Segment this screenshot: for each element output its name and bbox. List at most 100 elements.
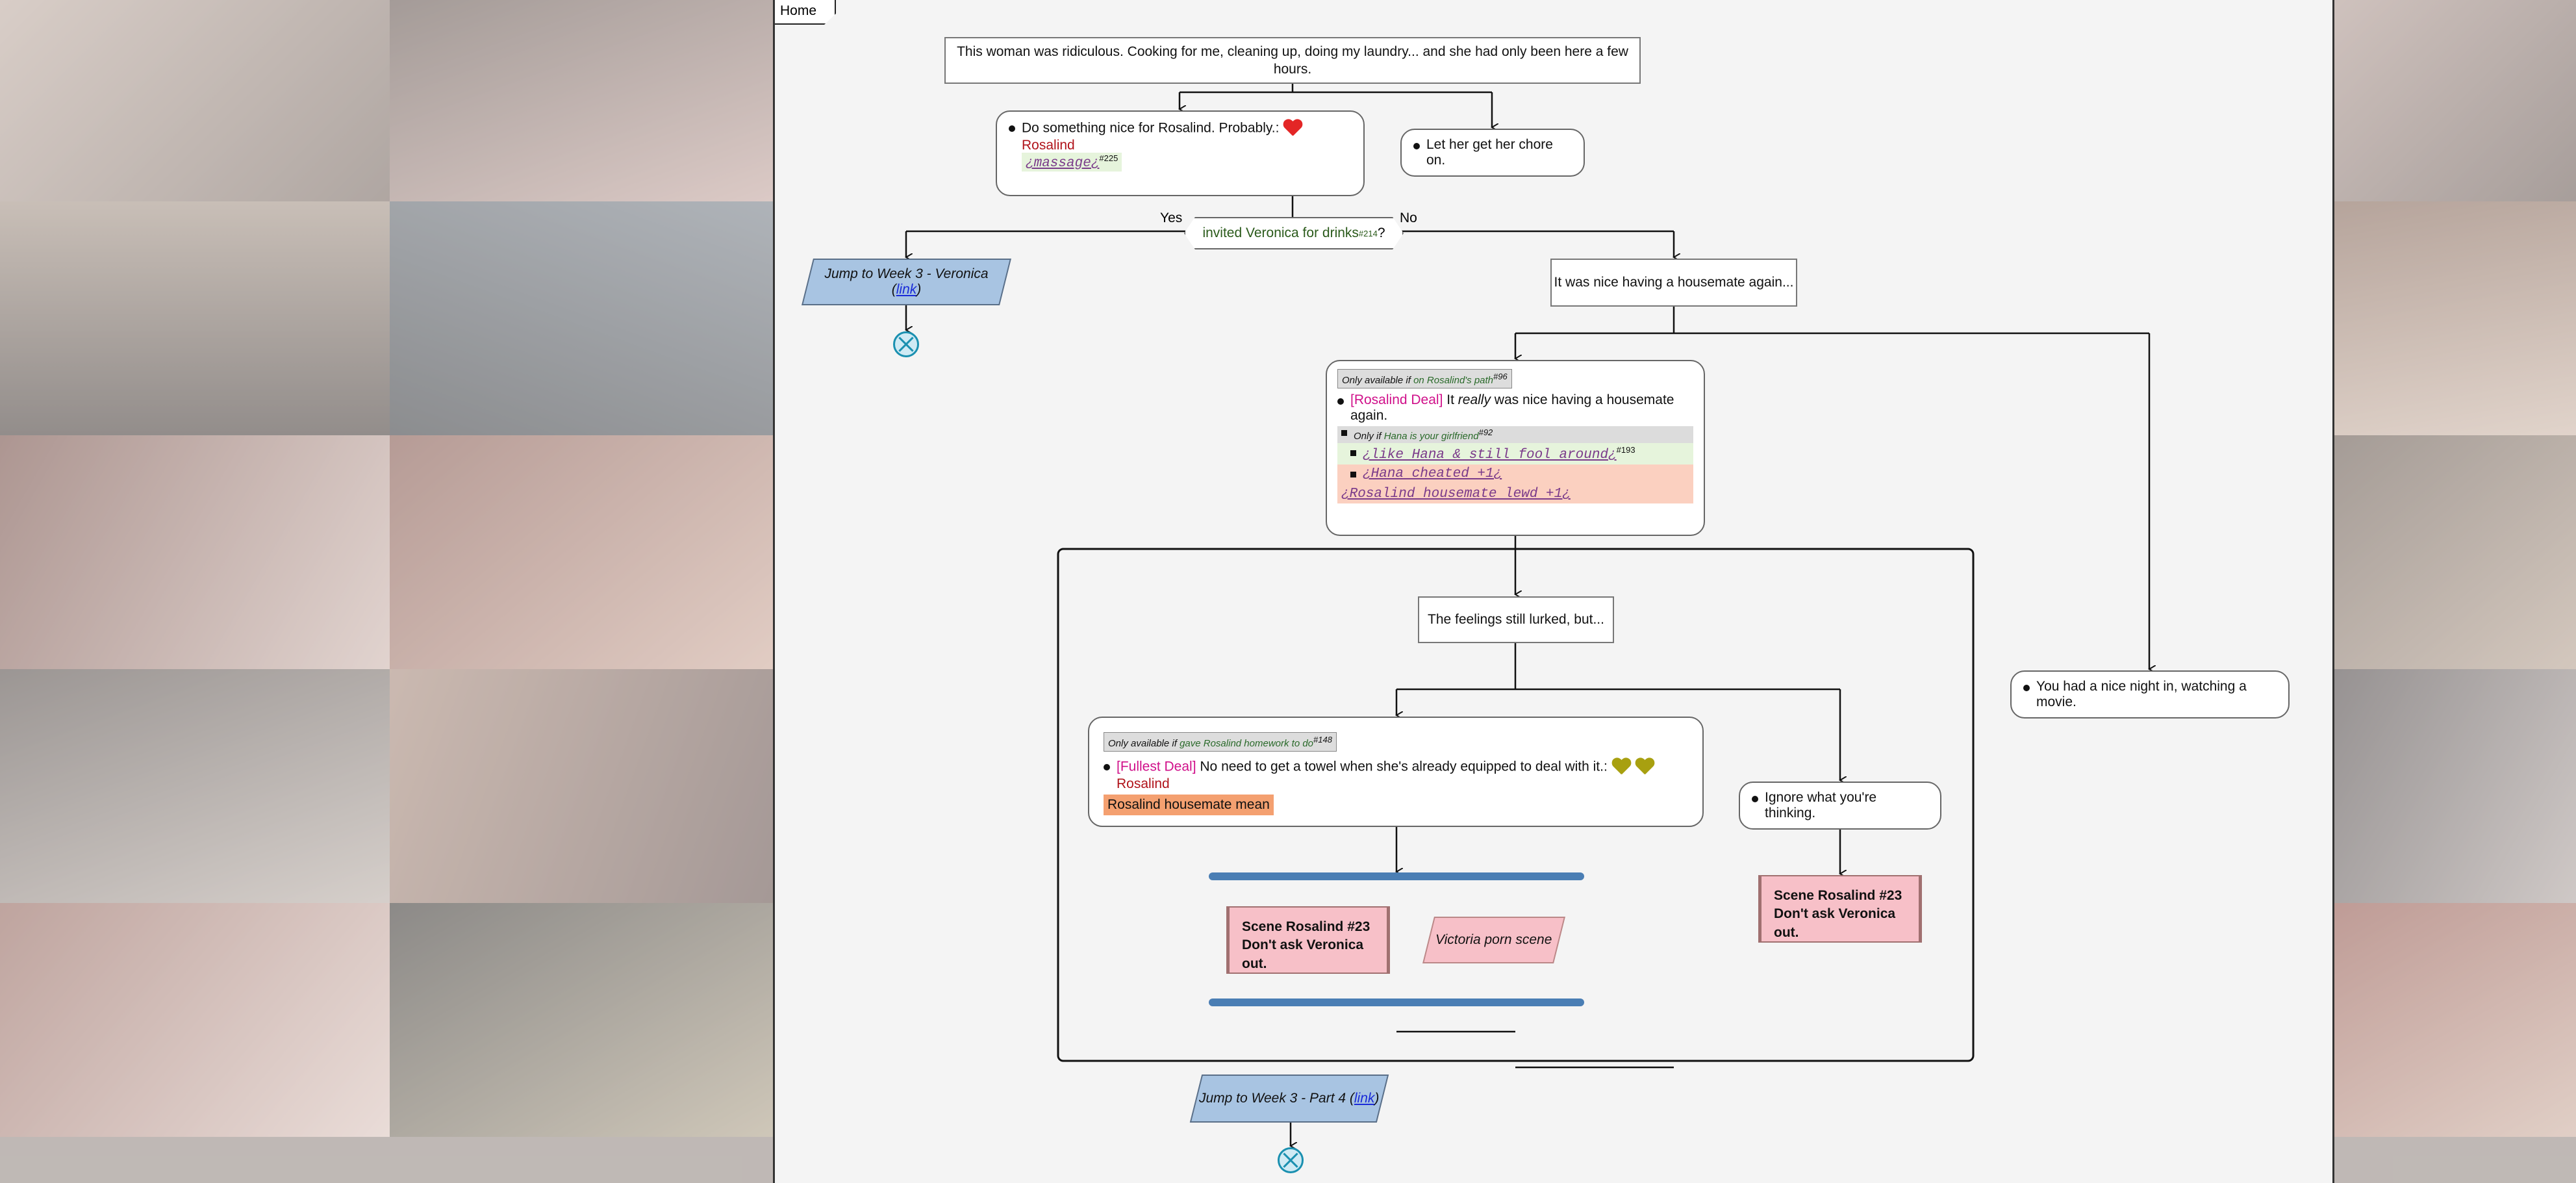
fullest-avail-prefix: Only available if (1108, 738, 1177, 749)
bg-tile (2330, 435, 2576, 669)
bg-tile (390, 201, 779, 435)
only-if-cond: Hana is your girlfriend (1383, 431, 1479, 442)
jump-veronica-link[interactable]: link (896, 282, 917, 297)
bg-tile (2330, 903, 2576, 1137)
scene-rosalind-right: Scene Rosalind #23 Don't ask Veronica ou… (1758, 875, 1922, 943)
housemate-text: It was nice having a housemate again... (1554, 275, 1794, 290)
jump-part4-text: Jump to Week 3 - Part 4 ( (1199, 1091, 1355, 1106)
tab-home[interactable]: Home (775, 0, 836, 25)
choice-chore-text: Let her get her chore on. (1426, 137, 1553, 168)
var-housemate-lewd: ¿Rosalind housemate lewd +1¿ (1341, 487, 1571, 502)
fullest-deal-item: [Fullest Deal] No need to get a towel wh… (1104, 758, 1688, 792)
connector-lines (775, 83, 2332, 1183)
broken-heart-icon (1611, 758, 1631, 776)
bullet-icon (1752, 796, 1758, 802)
choice-fullest-deal[interactable]: Only available if gave Rosalind homework… (1088, 717, 1704, 827)
bg-tile (0, 669, 390, 903)
fullest-tag: Rosalind housemate mean (1104, 795, 1274, 815)
jump-week3-veronica: Jump to Week 3 - Veronica (link) (802, 259, 1011, 305)
availability-badge: Only available if on Rosalind's path#96 (1337, 369, 1512, 388)
choice-rosalind-deal[interactable]: Only available if on Rosalind's path#96 … (1326, 360, 1705, 536)
feelings-text: The feelings still lurked, but... (1428, 612, 1604, 628)
decision-suffix: ? (1377, 225, 1385, 240)
bg-tile (0, 201, 390, 435)
bg-tile (2330, 669, 2576, 903)
availability-badge: Only available if gave Rosalind homework… (1104, 732, 1337, 752)
scene-right-line2: Don't ask Veronica out. (1774, 906, 1896, 940)
intro-text: This woman was ridiculous. Cooking for m… (957, 44, 1628, 77)
choice-ignore[interactable]: Ignore what you're thinking. (1739, 782, 1941, 830)
fullest-deal-text: No need to get a towel when she's alread… (1200, 759, 1608, 774)
decision-yes-label: Yes (1160, 210, 1183, 225)
char-rosalind: Rosalind (1022, 138, 1075, 153)
var-massage-sup: #225 (1099, 153, 1118, 163)
avail-cond: on Rosalind's path (1413, 375, 1494, 386)
scene-right-line1: Scene Rosalind #23 (1774, 888, 1902, 903)
only-if-prefix: Only if (1354, 431, 1382, 442)
square-bullet-icon (1350, 472, 1356, 477)
fullest-avail-sup: #148 (1313, 735, 1332, 744)
rosalind-deal-line-b: was nice having a housemate again. (1350, 392, 1674, 423)
scene-left-line1: Scene Rosalind #23 (1242, 919, 1370, 934)
bg-tile (2330, 201, 2576, 435)
bg-tile (0, 903, 390, 1137)
bullet-icon (1337, 398, 1344, 405)
bullet-icon (1009, 125, 1015, 132)
var-hana-cheated-row: ¿Hana cheated +1¿ (1337, 464, 1693, 483)
bg-tile (390, 669, 779, 903)
bg-tile (0, 435, 390, 669)
bullet-icon (2023, 685, 2030, 691)
bg-tile (390, 903, 779, 1137)
stop-icon (1278, 1147, 1304, 1173)
choice-chore-item: Let her get her chore on. (1413, 137, 1572, 168)
scene-rosalind-left: Scene Rosalind #23 Don't ask Veronica ou… (1226, 906, 1390, 974)
fullest-avail-cond: gave Rosalind homework to do (1180, 738, 1314, 749)
bg-tile (390, 0, 779, 234)
jump-week3-part4: Jump to Week 3 - Part 4 (link) (1189, 1075, 1389, 1123)
var-massage: ¿massage¿ (1026, 156, 1100, 171)
avail-sup: #96 (1493, 372, 1508, 381)
choice-night-in[interactable]: You had a nice night in, watching a movi… (2010, 670, 2290, 719)
rosalind-deal-item: [Rosalind Deal] It really was nice havin… (1337, 392, 1693, 424)
rosalind-deal-line-a: It (1446, 392, 1454, 407)
bullet-icon (1104, 764, 1110, 770)
choice-ignore-item: Ignore what you're thinking. (1752, 790, 1928, 821)
broken-heart-icon (1635, 758, 1654, 776)
bg-tile (390, 435, 779, 669)
var-massage-wrap: ¿massage¿#225 (1022, 153, 1122, 172)
night-in-item: You had a nice night in, watching a movi… (2023, 679, 2277, 710)
var-like-hana-sup: #193 (1616, 445, 1635, 455)
only-if-hana: Only if Hana is your girlfriend#92 (1337, 426, 1693, 443)
heart-icon (1283, 120, 1302, 138)
join-bar (1209, 999, 1584, 1006)
flowchart-panel: Home This woman was ridiculous. Cooking … (773, 0, 2334, 1183)
intro-box: This woman was ridiculous. Cooking for m… (944, 37, 1641, 84)
night-in-text: You had a nice night in, watching a movi… (2036, 679, 2247, 709)
scene-left-line2: Don't ask Veronica out. (1242, 937, 1364, 971)
choice-nice-text: Do something nice for Rosalind. Probably… (1022, 120, 1280, 136)
square-bullet-icon (1341, 430, 1347, 436)
feelings-box: The feelings still lurked, but... (1418, 596, 1614, 643)
jump-part4-link[interactable]: link (1354, 1091, 1375, 1106)
square-bullet-icon (1350, 450, 1356, 456)
decision-sup: #214 (1358, 228, 1378, 238)
victoria-porn-scene: Victoria porn scene (1422, 917, 1565, 963)
jump-part4-close: ) (1374, 1091, 1380, 1106)
choice-chore[interactable]: Let her get her chore on. (1400, 129, 1585, 177)
fullest-deal-tag: [Fullest Deal] (1117, 759, 1196, 774)
var-like-hana: ¿like Hana & still fool around¿ (1363, 448, 1617, 463)
decision-veronica-drinks: invited Veronica for drinks#214? (1184, 217, 1404, 249)
jump-veronica-close: ) (916, 282, 922, 297)
bullet-icon (1413, 143, 1420, 149)
bg-tile (0, 0, 390, 234)
decision-label: invited Veronica for drinks (1202, 225, 1359, 240)
decision-no-label: No (1400, 210, 1417, 225)
rosalind-deal-emphasis: really (1458, 392, 1491, 407)
choice-nice-rosalind[interactable]: Do something nice for Rosalind. Probably… (996, 110, 1365, 196)
victoria-text: Victoria porn scene (1435, 932, 1552, 947)
housemate-box: It was nice having a housemate again... (1550, 259, 1797, 307)
var-hana-cheated: ¿Hana cheated +1¿ (1363, 466, 1502, 481)
only-if-sup: #92 (1478, 427, 1493, 437)
var-like-hana-row: ¿like Hana & still fool around¿#193 (1337, 443, 1693, 464)
avail-prefix: Only available if (1342, 375, 1411, 386)
